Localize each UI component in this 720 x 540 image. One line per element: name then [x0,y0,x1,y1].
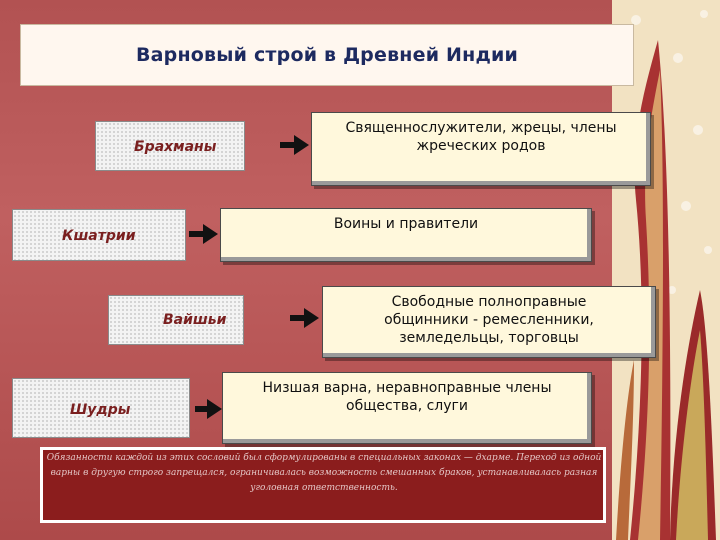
varna-box-shudras [12,378,190,438]
varna-label-brahmins: Брахманы [134,139,217,155]
arrow-right-icon [189,224,218,244]
varna-box-vaishyas [108,295,244,345]
description-brahmins: Священнослужители, жрецы, члены жречески… [345,120,617,154]
varna-label-vaishyas: Вайшьи [163,312,227,328]
footer-text: Обязанности каждой из этих сословий был … [46,453,602,493]
arrow-right-icon [280,135,309,155]
slide-title: Варновый строй в Древней Индии [135,44,519,66]
title-box: Варновый строй в Древней Индии [20,24,634,86]
varna-label-kshatriyas: Кшатрии [62,228,136,244]
arrow-right-icon [195,399,222,419]
description-vaishyas: Свободные полноправные общинники - ремес… [384,294,594,346]
description-box-shudras: Низшая варна, неравноправные члены общес… [222,372,592,444]
varna-label-shudras: Шудры [70,402,131,418]
description-kshatriyas: Воины и правители [333,216,479,232]
varna-box-kshatriyas [12,209,186,261]
description-box-vaishyas: Свободные полноправные общинники - ремес… [322,286,656,358]
footer-box [40,447,606,523]
varna-box-brahmins [95,121,245,171]
arrow-right-icon [290,308,319,328]
description-shudras: Низшая варна, неравноправные члены общес… [262,380,552,414]
description-box-brahmins: Священнослужители, жрецы, члены жречески… [311,112,651,186]
description-box-kshatriyas: Воины и правители [220,208,592,262]
